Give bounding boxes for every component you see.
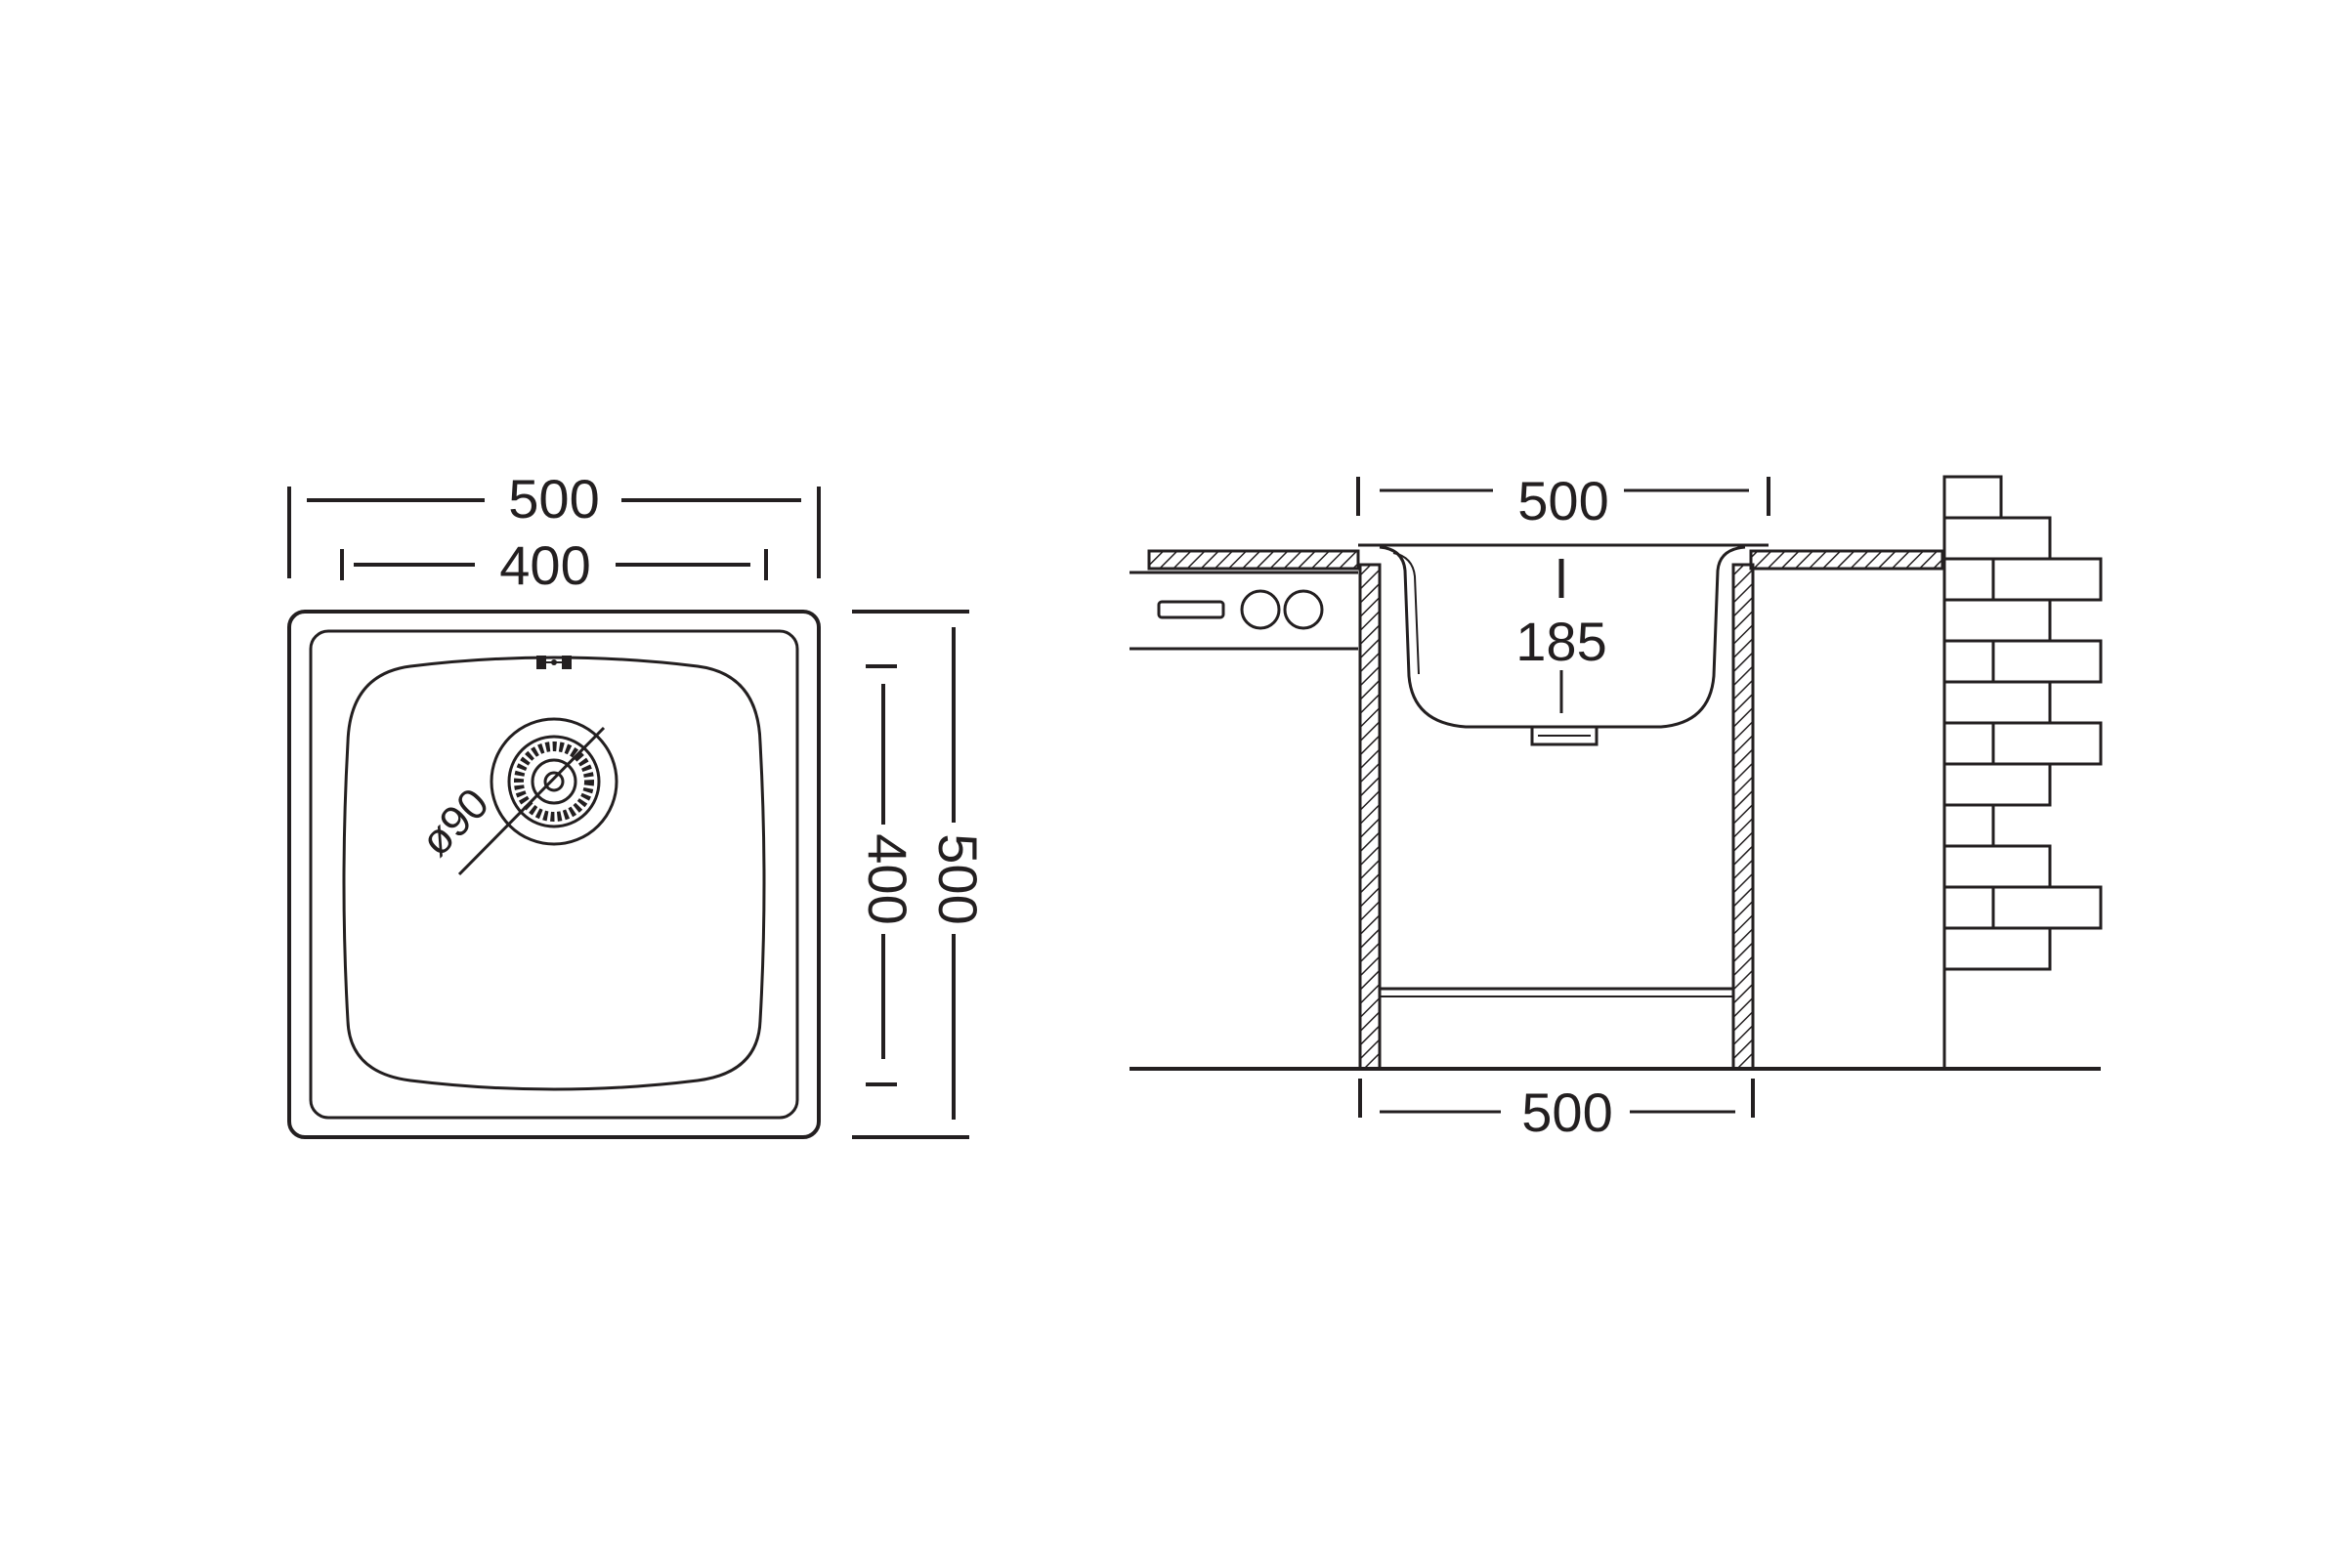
- outer-depth-dimension: 500: [852, 610, 989, 1139]
- overflow-icon: [536, 656, 572, 669]
- sink-bowl-outline: [342, 656, 766, 1091]
- sink-width-label: 500: [1517, 470, 1608, 531]
- drain-diameter-leader: [457, 726, 606, 876]
- sink-outer-rim: [287, 610, 821, 1139]
- drain-diameter-label: ø90: [412, 780, 498, 866]
- bowl-depth-label: 400: [857, 833, 918, 924]
- sink-inner-rim: [309, 629, 799, 1120]
- appliance-knob-icon: [1283, 589, 1324, 630]
- sink-width-dimension: 500: [1356, 470, 1770, 531]
- left-countertop: [1147, 549, 1360, 571]
- cabinet-width-dimension: 500: [1358, 1079, 1755, 1143]
- bowl-width-dimension: 400: [340, 534, 768, 596]
- bowl-width-label: 400: [499, 534, 590, 596]
- side-view: 500 185: [1130, 470, 2103, 1143]
- cabinet-width-label: 500: [1521, 1081, 1612, 1143]
- appliance-knob-icon: [1240, 589, 1281, 630]
- brick-wall: [1942, 475, 2103, 1069]
- top-view: ø90 500 400 500: [287, 468, 989, 1139]
- outer-width-dimension: 500: [287, 468, 821, 578]
- bowl-height-dimension: 185: [1515, 559, 1607, 713]
- cabinet-left-wall: [1358, 563, 1382, 1071]
- outer-depth-label: 500: [927, 833, 989, 924]
- appliance-display-icon: [1157, 600, 1225, 619]
- cabinet-right-wall: [1731, 563, 1755, 1071]
- drain-icon: [490, 717, 618, 846]
- drain-fitting: [1530, 725, 1599, 746]
- outer-width-label: 500: [508, 468, 599, 530]
- bowl-height-label: 185: [1515, 611, 1606, 672]
- right-countertop: [1749, 549, 1944, 571]
- bowl-depth-dimension: 400: [857, 664, 918, 1086]
